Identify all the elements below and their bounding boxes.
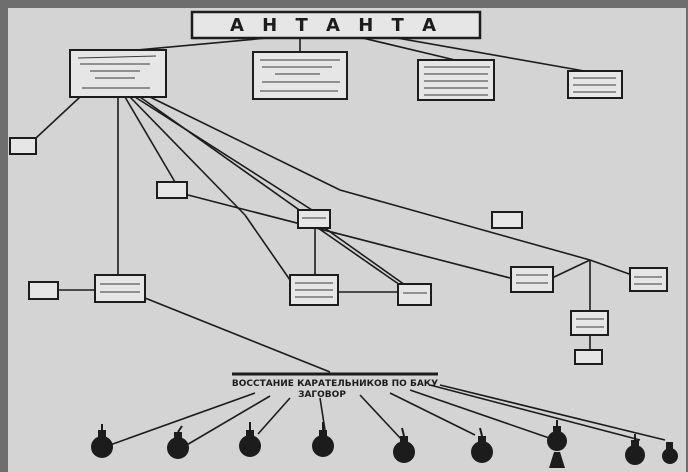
link-long-junction xyxy=(339,189,591,261)
bomb-icon xyxy=(625,434,645,465)
link-title-box4 xyxy=(379,34,591,73)
link-box1-center xyxy=(134,96,313,211)
bomb-icon xyxy=(662,442,678,464)
link-bomb-7 xyxy=(409,389,556,441)
link-small-to-right xyxy=(187,194,511,279)
link-right-a xyxy=(551,259,591,279)
link-box1-junction xyxy=(129,96,246,216)
link-bomb-1 xyxy=(109,392,256,446)
node-box-right-small xyxy=(491,211,523,229)
link-bomb-5 xyxy=(359,394,403,441)
link-box1-small-center xyxy=(124,96,176,183)
diagram-title: А Н Т А Н Т А xyxy=(230,15,442,36)
bomb-icon xyxy=(312,422,334,457)
node-boxes xyxy=(9,49,668,365)
caption-line-1: ВОССТАНИЕ КАРАТЕЛЬНИКОВ ПО БАКУ xyxy=(232,379,438,389)
bomb-icon xyxy=(239,422,261,457)
link-right-b xyxy=(589,259,633,276)
caption-block: ВОССТАНИЕ КАРАТЕЛЬНИКОВ ПО БАКУ ЗАГОВОР xyxy=(232,372,438,400)
node-box-small-left2 xyxy=(28,281,59,300)
caption-line-2: ЗАГОВОР xyxy=(298,390,346,400)
link-bomb-2 xyxy=(184,395,271,447)
node-box-right-bottom xyxy=(574,349,603,365)
link-to-caption xyxy=(139,295,331,373)
node-box-mid-left xyxy=(94,274,146,303)
bomb-icon xyxy=(167,425,189,459)
link-bomb-8 xyxy=(429,384,641,441)
bomb-icon xyxy=(393,427,415,463)
link-bomb-4 xyxy=(319,397,326,431)
node-box-top-center xyxy=(252,51,348,100)
link-bomb-6 xyxy=(389,392,476,436)
bomb-icons xyxy=(91,420,678,468)
node-box-small-center xyxy=(156,181,188,199)
link-bomb-3 xyxy=(257,397,291,435)
link-center-diag xyxy=(317,227,401,286)
node-box-right-lower xyxy=(570,310,609,336)
node-box-top-right xyxy=(417,59,495,101)
title-box: А Н Т А Н Т А xyxy=(190,10,482,40)
node-box-far-right-low xyxy=(629,267,668,292)
link-box1-small-left xyxy=(35,96,81,139)
link-junction-box xyxy=(244,214,291,281)
bomb-icon xyxy=(547,420,567,468)
bomb-icon xyxy=(471,427,493,463)
node-box-small-left xyxy=(9,137,37,155)
link-bomb-9 xyxy=(439,384,666,441)
node-box-center xyxy=(297,209,331,229)
link-box1-lower-right xyxy=(139,96,406,286)
illegible-handwriting xyxy=(77,55,662,328)
node-box-lower-right xyxy=(397,283,432,306)
link-box1-long xyxy=(149,96,341,191)
bomb-icon xyxy=(91,424,113,458)
node-box-right xyxy=(510,266,554,293)
